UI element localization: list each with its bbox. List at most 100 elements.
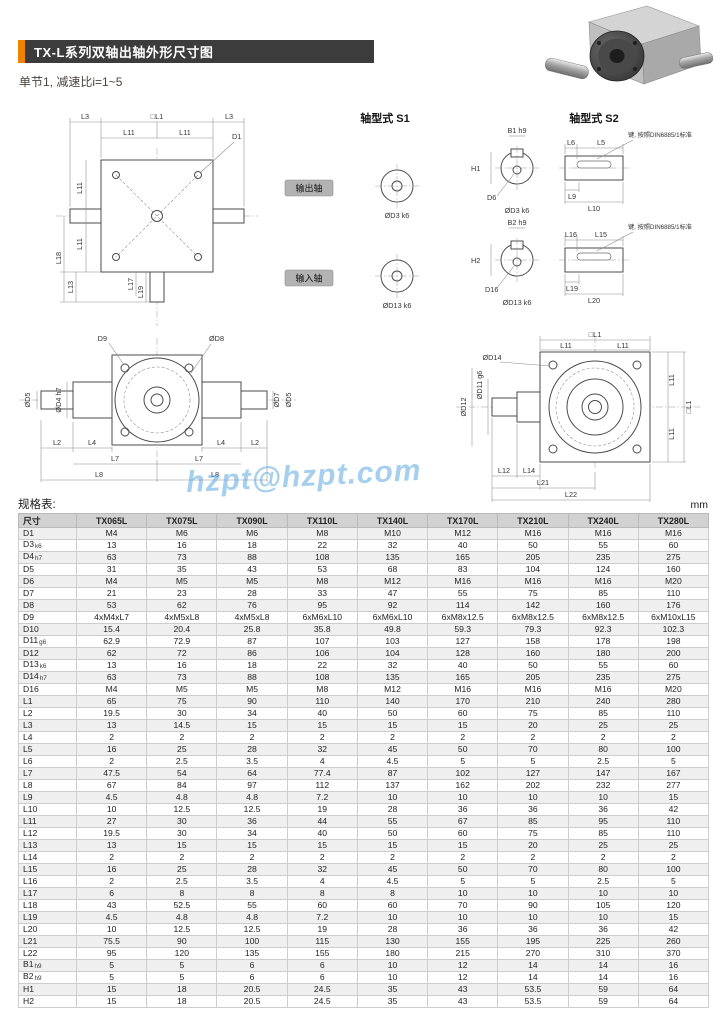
spec-value-cell: 2 xyxy=(567,731,639,744)
spec-value-cell: M16 xyxy=(567,575,639,588)
spec-value-cell: 40 xyxy=(427,659,499,672)
spec-value-cell: 30 xyxy=(146,815,218,828)
spec-value-cell: M16 xyxy=(567,527,639,540)
spec-value-cell: 70 xyxy=(497,743,569,756)
spec-value-cell: 6 xyxy=(216,959,288,972)
spec-value-cell: 2 xyxy=(567,851,639,864)
spec-value-cell: 52.5 xyxy=(146,899,218,912)
spec-value-cell: 59.3 xyxy=(427,623,499,636)
spec-value-cell: 8 xyxy=(356,887,429,900)
spec-value-cell: M12 xyxy=(356,683,429,696)
spec-dim-label: D3k6 xyxy=(18,539,77,552)
spec-value-cell: 127 xyxy=(427,635,499,648)
spec-dim-label: L20 xyxy=(18,923,77,936)
spec-dim-label: L21 xyxy=(18,935,77,948)
spec-value-cell: 162 xyxy=(427,779,499,792)
spec-value-cell: 115 xyxy=(286,935,358,948)
spec-value-cell: 16 xyxy=(637,959,710,972)
spec-value-cell: 16 xyxy=(75,743,148,756)
spec-value-cell: 95 xyxy=(75,947,148,960)
spec-value-cell: M8 xyxy=(286,527,358,540)
spec-col-header-model: TX280L xyxy=(637,513,710,528)
spec-value-cell: 137 xyxy=(356,779,429,792)
spec-value-cell: 14 xyxy=(497,971,569,984)
spec-value-cell: 2 xyxy=(75,875,148,888)
spec-value-cell: M5 xyxy=(146,575,218,588)
spec-value-cell: 240 xyxy=(567,695,639,708)
spec-value-cell: 36 xyxy=(216,815,288,828)
spec-value-cell: 20 xyxy=(497,719,569,732)
spec-value-cell: 50 xyxy=(356,707,429,720)
spec-value-cell: 16 xyxy=(75,863,148,876)
spec-value-cell: 158 xyxy=(497,635,569,648)
spec-value-cell: 83 xyxy=(427,563,499,576)
spec-dim-label: L6 xyxy=(18,755,77,768)
spec-value-cell: 67 xyxy=(75,779,148,792)
spec-value-cell: 18 xyxy=(146,995,218,1008)
dim-d14: ØD14 xyxy=(482,353,501,362)
spec-value-cell: 49.8 xyxy=(356,623,429,636)
input-shaft-badge xyxy=(284,269,334,287)
spec-value-cell: 12.5 xyxy=(146,803,218,816)
spec-value-cell: M5 xyxy=(216,575,288,588)
spec-value-cell: 8 xyxy=(286,887,358,900)
spec-col-header-model: TX090L xyxy=(216,513,288,528)
spec-value-cell: 18 xyxy=(216,659,288,672)
spec-value-cell: 32 xyxy=(356,659,429,672)
spec-value-cell: 25 xyxy=(637,719,710,732)
spec-value-cell: 110 xyxy=(637,587,710,600)
spec-value-cell: 7.2 xyxy=(286,911,358,924)
spec-value-cell: 2 xyxy=(146,851,218,864)
spec-value-cell: 12 xyxy=(427,971,499,984)
spec-value-cell: 63 xyxy=(75,551,148,564)
spec-value-cell: 4.5 xyxy=(356,875,429,888)
spec-value-cell: 10 xyxy=(356,791,429,804)
spec-value-cell: 36 xyxy=(567,803,639,816)
unit-label: mm xyxy=(690,499,709,511)
spec-value-cell: 8 xyxy=(216,887,288,900)
spec-value-cell: 28 xyxy=(216,743,288,756)
spec-value-cell: 88 xyxy=(216,551,288,564)
spec-value-cell: 165 xyxy=(427,671,499,684)
spec-value-cell: 147 xyxy=(567,767,639,780)
spec-value-cell: 2 xyxy=(286,731,358,744)
spec-value-cell: 25 xyxy=(637,839,710,852)
spec-value-cell: M20 xyxy=(637,575,710,588)
spec-value-cell: 33 xyxy=(286,587,358,600)
spec-value-cell: 102.3 xyxy=(637,623,710,636)
spec-value-cell: 25 xyxy=(146,743,218,756)
spec-value-cell: 40 xyxy=(427,539,499,552)
spec-value-cell: 198 xyxy=(637,635,710,648)
spec-value-cell: 5 xyxy=(427,755,499,768)
dim-l22: L22 xyxy=(565,490,577,499)
spec-value-cell: 75 xyxy=(497,827,569,840)
spec-value-cell: M5 xyxy=(146,683,218,696)
spec-value-cell: M16 xyxy=(497,683,569,696)
spec-value-cell: 80 xyxy=(567,743,639,756)
spec-value-cell: 260 xyxy=(637,935,710,948)
spec-value-cell: 72.9 xyxy=(146,635,218,648)
spec-value-cell: 12 xyxy=(427,959,499,972)
spec-value-cell: 232 xyxy=(567,779,639,792)
spec-dim-label: D6 xyxy=(18,575,77,588)
shaft-type-s2-drawing: 轴型式 S2 B1 h9 H1 D6 ØD3 k6 L6 L xyxy=(471,111,692,307)
spec-dim-label: D12 xyxy=(18,647,77,660)
spec-dim-label: L9 xyxy=(18,791,77,804)
spec-value-cell: M4 xyxy=(75,575,148,588)
spec-value-cell: 15 xyxy=(216,839,288,852)
spec-dim-label: L13 xyxy=(18,839,77,852)
dim-l18: L18 xyxy=(54,252,63,264)
spec-value-cell: 15 xyxy=(356,719,429,732)
dim-d13-s2: ØD13 k6 xyxy=(503,298,532,307)
spec-value-cell: 10 xyxy=(75,923,148,936)
